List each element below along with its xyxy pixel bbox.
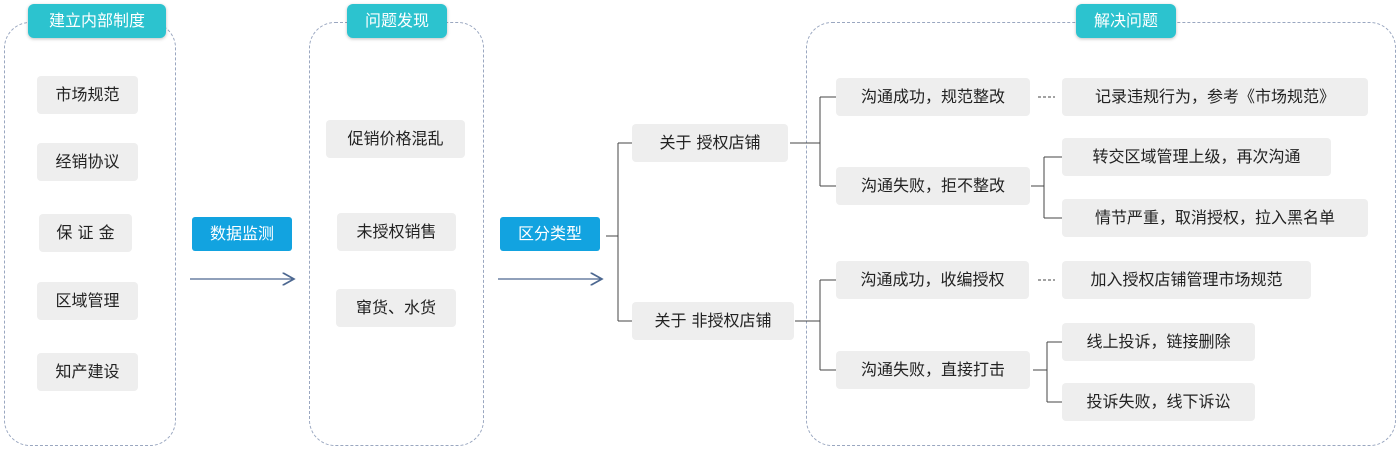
action-classify-type: 区分类型 bbox=[500, 217, 600, 251]
authorized-success-result: 记录违规行为，参考《市场规范》 bbox=[1062, 78, 1368, 116]
unauthorized-fail-result-online: 线上投诉，链接删除 bbox=[1062, 323, 1255, 361]
header-internal-system: 建立内部制度 bbox=[28, 4, 166, 38]
type-unauthorized-shop: 关于 非授权店铺 bbox=[632, 302, 794, 340]
issue-unauthorized-sales: 未授权销售 bbox=[337, 213, 456, 251]
issue-price-chaos: 促销价格混乱 bbox=[326, 120, 465, 158]
item-ip-building: 知产建设 bbox=[37, 353, 138, 391]
authorized-fail-result-blacklist: 情节严重，取消授权，拉入黑名单 bbox=[1062, 199, 1368, 237]
authorized-fail: 沟通失败，拒不整改 bbox=[836, 167, 1030, 205]
header-solutions: 解决问题 bbox=[1076, 4, 1176, 38]
item-distribution-agreement: 经销协议 bbox=[37, 143, 138, 181]
unauthorized-success: 沟通成功，收编授权 bbox=[836, 261, 1029, 299]
item-market-rules: 市场规范 bbox=[37, 76, 138, 114]
unauthorized-success-result: 加入授权店铺管理市场规范 bbox=[1062, 261, 1311, 299]
item-regional-management: 区域管理 bbox=[37, 282, 138, 320]
bracket-b-fail bbox=[1033, 341, 1062, 403]
header-problem-discovery: 问题发现 bbox=[347, 4, 447, 38]
bracket-authorized bbox=[790, 96, 836, 187]
type-authorized-shop: 关于 授权店铺 bbox=[632, 124, 788, 162]
bracket-types bbox=[606, 142, 632, 322]
issue-cross-region-goods: 窜货、水货 bbox=[336, 289, 456, 327]
unauthorized-fail: 沟通失败，直接打击 bbox=[836, 351, 1030, 389]
item-deposit: 保 证 金 bbox=[39, 214, 132, 252]
bracket-unauthorized bbox=[795, 279, 836, 371]
action-data-monitoring: 数据监测 bbox=[192, 217, 292, 251]
authorized-fail-result-escalate: 转交区域管理上级，再次沟通 bbox=[1062, 138, 1331, 176]
bracket-a-fail bbox=[1031, 156, 1062, 219]
unauthorized-fail-result-lawsuit: 投诉失败，线下诉讼 bbox=[1062, 383, 1255, 421]
authorized-success: 沟通成功，规范整改 bbox=[836, 78, 1030, 116]
